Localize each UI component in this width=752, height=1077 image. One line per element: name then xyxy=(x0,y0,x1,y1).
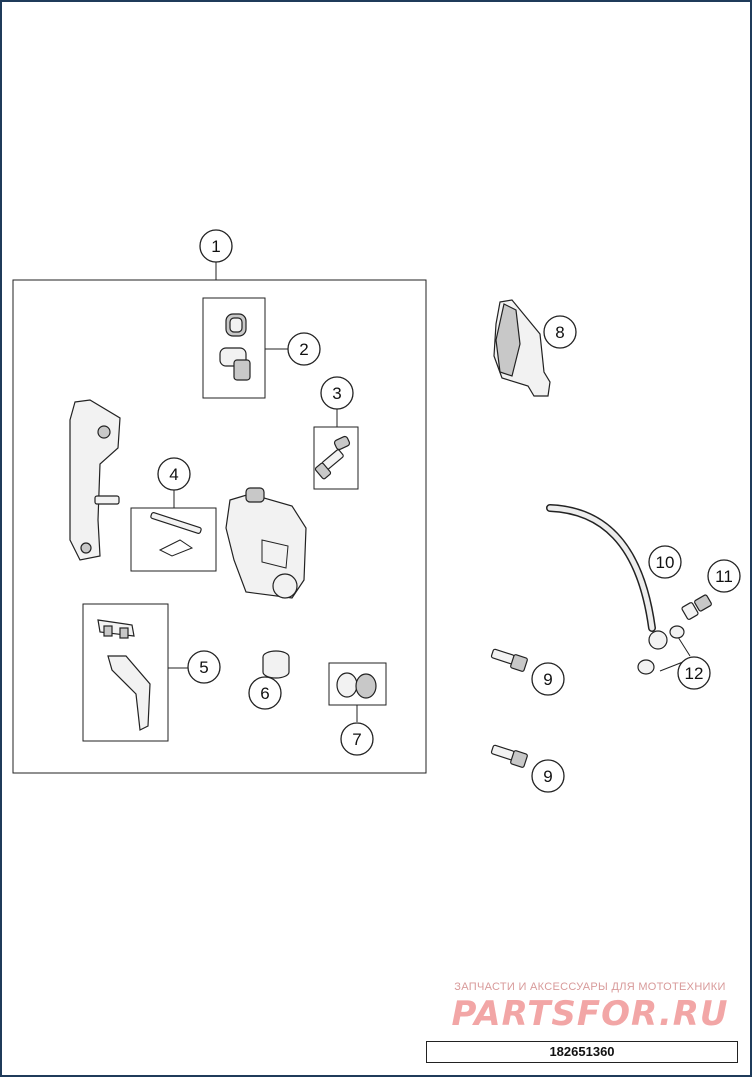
callout-2: 2 xyxy=(287,332,321,366)
washer-b xyxy=(637,659,655,675)
bleed-valve-box xyxy=(313,426,359,490)
caliper-assembly-box xyxy=(12,279,427,774)
seal-ring-a xyxy=(336,672,358,698)
callout-5: 5 xyxy=(187,650,221,684)
svg-text:12: 12 xyxy=(685,664,704,683)
callout-7: 7 xyxy=(340,722,374,756)
callout-11: 11 xyxy=(707,559,741,593)
svg-text:11: 11 xyxy=(715,567,733,586)
part-number-label: 182651360 xyxy=(426,1041,738,1063)
banjo-bolt-part xyxy=(681,594,712,620)
svg-text:7: 7 xyxy=(352,730,361,749)
svg-text:10: 10 xyxy=(656,553,675,572)
pad-spring-part xyxy=(97,619,151,731)
svg-text:3: 3 xyxy=(332,384,341,403)
callout-3: 3 xyxy=(320,376,354,410)
callout-9-a: 9 xyxy=(531,662,565,696)
callout-12: 12 xyxy=(677,656,711,690)
caliper-bracket-part xyxy=(69,399,121,561)
watermark-logo: PARTSFOR.RU xyxy=(451,994,729,1034)
svg-text:4: 4 xyxy=(169,465,178,484)
piston-body xyxy=(262,657,290,679)
callout-10: 10 xyxy=(648,545,682,579)
callout-1: 1 xyxy=(199,229,233,263)
svg-text:5: 5 xyxy=(199,658,208,677)
callout-4: 4 xyxy=(157,457,191,491)
svg-text:2: 2 xyxy=(299,340,308,359)
svg-text:9: 9 xyxy=(543,670,552,689)
watermark-tagline: ЗАПЧАСТИ И АКСЕССУАРЫ ДЛЯ МОТОТЕХНИКИ xyxy=(454,981,726,993)
caliper-pin-part xyxy=(150,512,202,557)
washer-a xyxy=(669,625,685,639)
svg-text:8: 8 xyxy=(555,323,564,342)
svg-text:9: 9 xyxy=(543,767,552,786)
brake-pad-part xyxy=(493,299,551,397)
seal-ring-b xyxy=(355,673,377,699)
svg-text:1: 1 xyxy=(211,237,220,256)
pin-kit-box xyxy=(130,507,217,572)
bleed-valve-part xyxy=(314,435,351,480)
callout-9-b: 9 xyxy=(531,759,565,793)
bleeder-box xyxy=(202,297,266,399)
callout-8: 8 xyxy=(543,315,577,349)
callout-6: 6 xyxy=(248,676,282,710)
bleeder-cap-part xyxy=(219,313,251,381)
caliper-body-part xyxy=(225,487,307,599)
svg-text:6: 6 xyxy=(260,684,269,703)
banjo-fitting xyxy=(648,630,668,650)
pad-spring-box xyxy=(82,603,169,742)
bolt-part-b xyxy=(490,744,528,768)
bolt-part-a xyxy=(490,648,528,672)
